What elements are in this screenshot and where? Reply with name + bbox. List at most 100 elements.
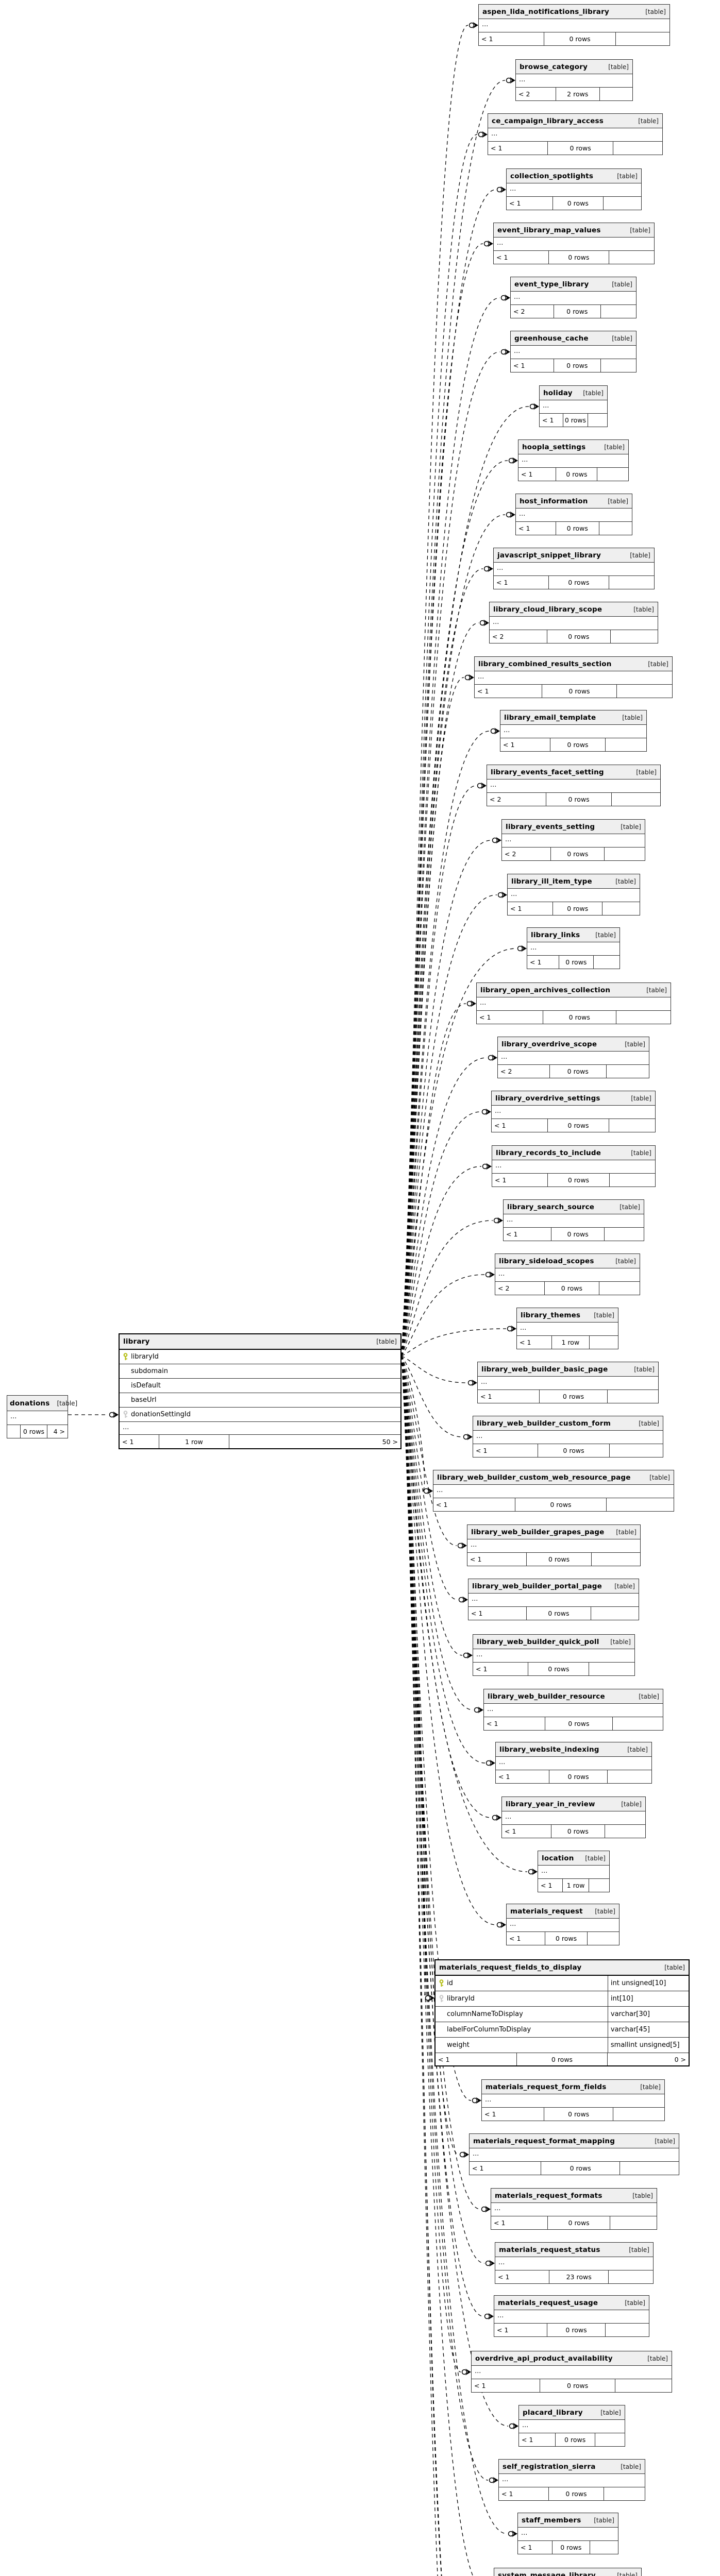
table-type-tag: [table]	[604, 443, 625, 451]
parent-count: < 1	[474, 2382, 486, 2389]
table-name[interactable]: javascript_snippet_library	[497, 551, 601, 560]
parent-count: < 1	[487, 1720, 498, 1727]
table-type-tag: [table]	[619, 1203, 640, 1211]
table-name[interactable]: materials_request_formats	[495, 2191, 602, 2200]
table-name[interactable]: event_type_library	[514, 280, 589, 289]
table-name[interactable]: greenhouse_cache	[514, 334, 589, 343]
table-name[interactable]: materials_request_fields_to_display	[439, 1963, 582, 1972]
zero-or-one-icon	[517, 945, 523, 952]
table-type-tag: [table]	[639, 1419, 659, 1427]
table-name[interactable]: library_events_facet_setting	[491, 768, 604, 776]
table-type-tag: [table]	[625, 1040, 645, 1048]
column-type: smallint unsigned[5]	[607, 2038, 689, 2053]
arrowhead-icon	[429, 1994, 434, 2002]
relationship-edge	[401, 1355, 426, 1998]
table-name[interactable]: placard_library	[523, 2408, 583, 2417]
table-name[interactable]: library_web_builder_custom_web_resource_…	[437, 1473, 631, 1482]
table-name[interactable]: system_message_library	[498, 2571, 596, 2576]
parent-count: < 1	[494, 1122, 506, 1129]
table-name[interactable]: library_records_to_include	[496, 1148, 601, 1157]
table-name[interactable]: staff_members	[522, 2516, 581, 2524]
table-name[interactable]: library	[123, 1337, 150, 1346]
table-footer: < 1 0 rows	[473, 1663, 634, 1675]
row-count: 0 rows	[550, 1825, 606, 1838]
table-name[interactable]: materials_request	[510, 1907, 583, 1916]
table-name[interactable]: collection_spotlights	[510, 172, 594, 180]
table-name[interactable]: library_overdrive_settings	[495, 1094, 600, 1103]
table-name[interactable]: host_information	[520, 497, 588, 505]
zero-or-one-icon	[482, 1163, 488, 1170]
table-name[interactable]: library_search_source	[507, 1202, 595, 1211]
table-node-collection-spotlights: collection_spotlights [table] ... < 1 0 …	[506, 168, 642, 210]
table-name[interactable]: materials_request_usage	[498, 2298, 598, 2307]
zero-or-one-icon	[489, 2477, 495, 2483]
table-name[interactable]: materials_request_status	[499, 2245, 600, 2254]
columns-ellipsis: ...	[472, 2366, 672, 2379]
table-node-materials-request-fields-to-display: materials_request_fields_to_display [tab…	[434, 1959, 690, 2066]
table-name[interactable]: library_open_archives_collection	[480, 986, 611, 994]
table-name[interactable]: library_overdrive_scope	[501, 1040, 597, 1048]
table-name[interactable]: aspen_lida_notifications_library	[482, 7, 609, 16]
table-footer: < 1 0 rows	[502, 1825, 645, 1838]
table-type-tag: [table]	[664, 1964, 685, 1971]
arrowhead-icon	[465, 2368, 471, 2376]
row-count: 0 rows	[526, 1553, 592, 1566]
table-type-tag: [table]	[583, 389, 604, 397]
table-name[interactable]: library_email_template	[504, 713, 596, 722]
table-name[interactable]: library_web_builder_custom_form	[477, 1419, 611, 1428]
table-type-tag: [table]	[630, 551, 650, 559]
table-type-tag: [table]	[648, 660, 668, 668]
row-count: 0 rows	[539, 2379, 616, 2392]
table-name[interactable]: location	[542, 1854, 574, 1862]
table-name[interactable]: materials_request_format_mapping	[473, 2137, 615, 2145]
row-count: 0 rows	[546, 630, 611, 643]
table-name[interactable]: library_web_builder_grapes_page	[471, 1528, 605, 1536]
table-name[interactable]: library_sideload_scopes	[499, 1257, 594, 1265]
table-footer: < 1 0 rows	[472, 2379, 672, 2392]
table-name[interactable]: library_ill_item_type	[511, 877, 592, 886]
table-name[interactable]: event_library_map_values	[497, 226, 601, 234]
table-type-tag: [table]	[595, 1907, 615, 1915]
row-count: 0 rows	[539, 1390, 608, 1403]
columns-ellipsis: ...	[502, 834, 645, 848]
table-type-tag: [table]	[631, 1094, 651, 1102]
table-name[interactable]: library_combined_results_section	[478, 659, 612, 668]
table-name[interactable]: library_year_in_review	[506, 1800, 595, 1808]
table-name[interactable]: library_events_setting	[506, 822, 595, 831]
child-count: 4 >	[53, 1428, 65, 1435]
table-name[interactable]: donations	[10, 1399, 50, 1408]
columns-ellipsis: ...	[482, 2094, 664, 2108]
row-count: 0 rows	[516, 2053, 608, 2065]
table-type-tag: [table]	[640, 2083, 661, 2091]
table-name[interactable]: library_links	[531, 930, 580, 939]
table-name[interactable]: ce_campaign_library_access	[492, 116, 604, 125]
arrowhead-icon	[510, 511, 515, 518]
table-name[interactable]: overdrive_api_product_availability	[475, 2354, 613, 2363]
table-name[interactable]: library_web_builder_portal_page	[472, 1582, 602, 1590]
row-count: 0 rows	[543, 32, 616, 45]
table-name[interactable]: self_registration_sierra	[503, 2462, 596, 2471]
table-name[interactable]: library_web_builder_quick_poll	[477, 1637, 599, 1646]
zero-or-one-icon	[463, 1434, 469, 1440]
table-name[interactable]: browse_category	[520, 62, 588, 71]
table-name[interactable]: hoopla_settings	[522, 443, 586, 451]
table-name[interactable]: library_website_indexing	[499, 1745, 599, 1754]
table-name[interactable]: library_cloud_library_scope	[493, 605, 602, 614]
table-name[interactable]: library_web_builder_resource	[488, 1692, 605, 1701]
table-node-library-ill-item-type: library_ill_item_type [table] ... < 1 0 …	[507, 874, 640, 916]
table-name[interactable]: library_themes	[521, 1311, 581, 1319]
row-count: 0 rows	[549, 1065, 607, 1078]
child-count	[597, 468, 628, 481]
row-count: 1 row	[551, 1336, 590, 1349]
table-name[interactable]: library_web_builder_basic_page	[481, 1365, 608, 1374]
table-node-library-web-builder-portal-page: library_web_builder_portal_page [table] …	[468, 1579, 639, 1620]
zero-or-one-icon	[459, 2151, 465, 2158]
table-header: materials_request_status [table]	[495, 2243, 653, 2257]
table-footer: < 1 0 rows	[504, 1228, 644, 1241]
table-header: materials_request_formats [table]	[491, 2189, 657, 2203]
zero-or-one-icon	[497, 892, 504, 898]
table-name[interactable]: holiday	[543, 388, 573, 397]
table-name[interactable]: materials_request_form_fields	[485, 2082, 607, 2091]
